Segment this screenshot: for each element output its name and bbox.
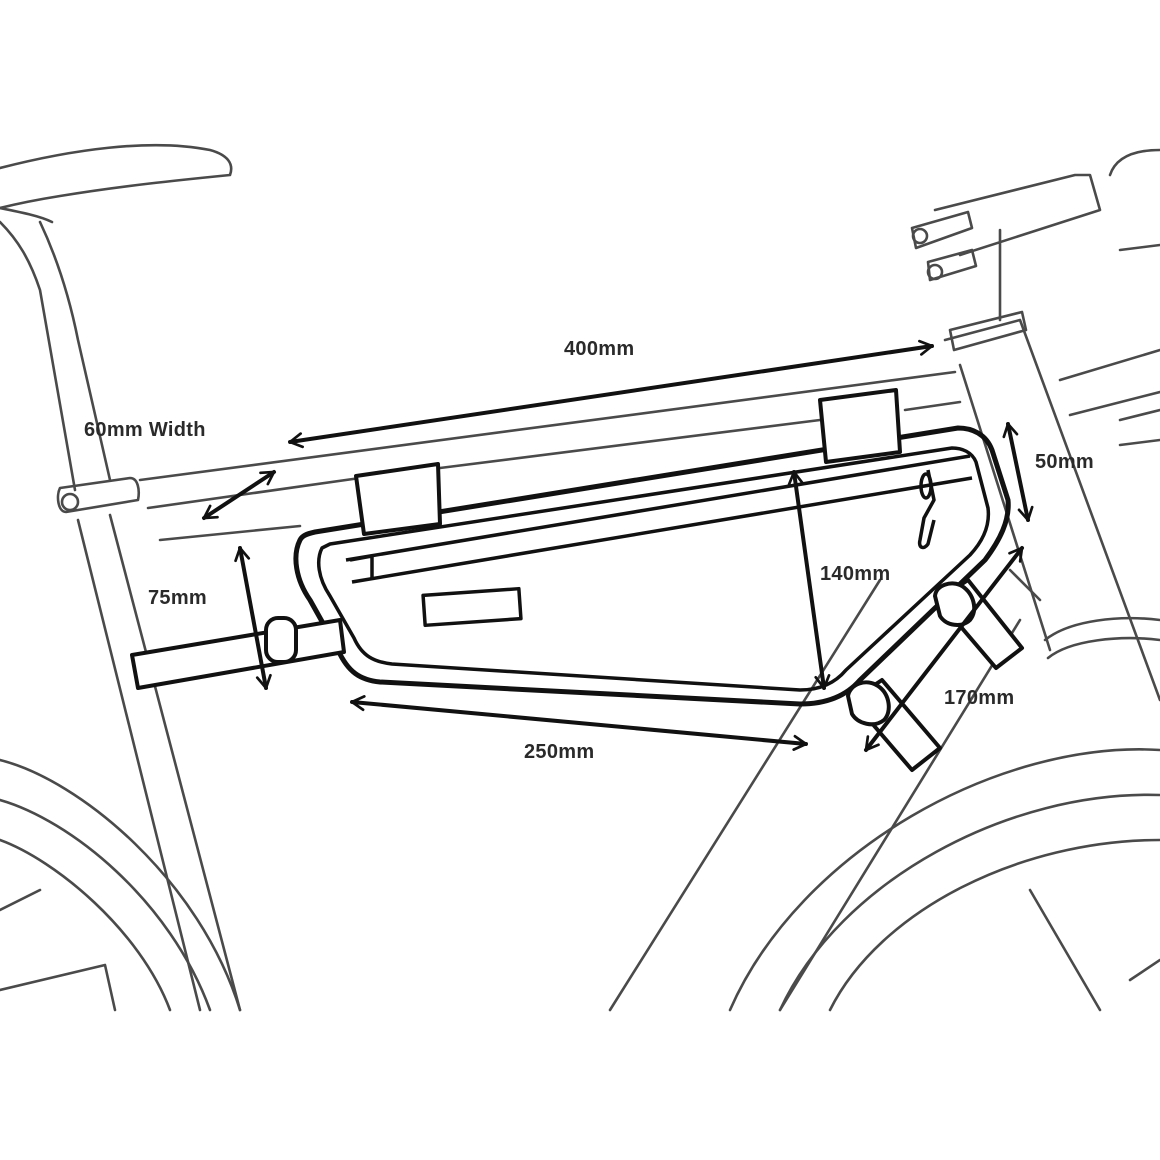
- down-tube-upper: [158, 524, 302, 542]
- bag-inner-shell: [316, 446, 991, 692]
- front-wheel-outer: [728, 748, 1160, 1012]
- arrow-250mm: [350, 695, 808, 751]
- rear-wheel-rim: [0, 838, 172, 1012]
- handlebar-drop: [1058, 348, 1160, 447]
- bag-zipper-lower: [351, 476, 973, 584]
- top-strap-rear: [354, 462, 442, 536]
- rear-wheel-inner: [0, 798, 212, 1012]
- arrow-60mm-width: [202, 470, 276, 520]
- label-170mm: 170mm: [944, 687, 1014, 709]
- seat-tube-strap: [130, 618, 346, 690]
- front-wheel-rim: [828, 838, 1160, 1012]
- saddle: [0, 143, 233, 210]
- rear-wheel-outer: [0, 758, 242, 1012]
- seat-clamp-bolt: [60, 492, 80, 512]
- label-50mm: 50mm: [1035, 451, 1094, 473]
- seat-tube: [108, 513, 242, 1012]
- handlebar-clamp: [1108, 148, 1160, 252]
- arrow-400mm: [288, 339, 934, 449]
- front-wheel-inner: [778, 793, 1160, 1012]
- logo-patch: [421, 586, 523, 628]
- arrow-170mm: [864, 546, 1024, 752]
- head-tube-ring: [1043, 616, 1160, 660]
- stem: [933, 173, 1102, 322]
- top-strap-front: [818, 388, 902, 464]
- label-250mm: 250mm: [524, 741, 594, 763]
- headset-spacer: [948, 310, 1028, 352]
- seat-tube-buckle: [264, 616, 298, 664]
- dimension-arrows: [202, 339, 1034, 752]
- seat-clamp: [56, 476, 141, 514]
- dimension-labels: 400mm 60mm Width 75mm 140mm 50mm 250mm 1…: [84, 338, 1094, 763]
- bicycle-outline: [0, 143, 1160, 1012]
- rear-wheel-spoke: [0, 888, 117, 1012]
- bag-zipper-upper: [345, 454, 971, 562]
- bag-zipper-end: [349, 554, 374, 580]
- seat-post: [0, 220, 77, 492]
- down-tube-buckle-lower: [846, 680, 891, 727]
- label-75mm: 75mm: [148, 587, 207, 609]
- label-60mm-width: 60mm Width: [84, 419, 206, 441]
- stem-cap: [910, 210, 978, 282]
- front-wheel-spoke: [1028, 888, 1160, 1012]
- bag-outer-shell: [293, 425, 1011, 707]
- arrow-75mm: [234, 546, 272, 690]
- arrow-50mm: [1002, 422, 1034, 522]
- label-400mm: 400mm: [564, 338, 634, 360]
- down-tube: [608, 578, 882, 1012]
- seat-post-inner: [38, 220, 112, 482]
- label-140mm: 140mm: [820, 563, 890, 585]
- saddle-rail: [0, 206, 54, 224]
- seat-tube-back: [76, 518, 202, 1012]
- arrow-140mm: [787, 470, 831, 690]
- zipper-pull-icon: [917, 469, 936, 550]
- zipper-pull-ring: [919, 472, 933, 500]
